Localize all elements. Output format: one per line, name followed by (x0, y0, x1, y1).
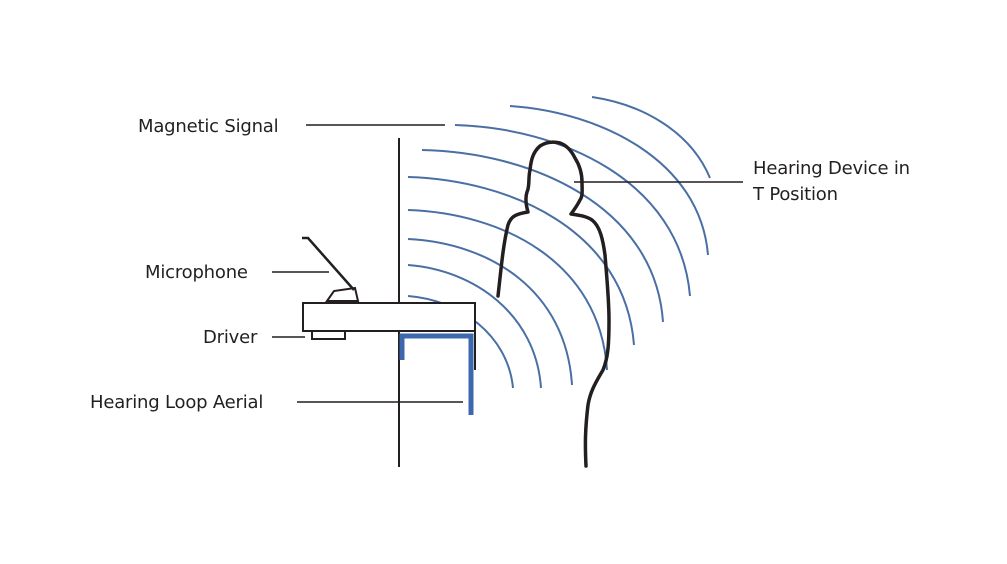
signal-wave-4 (421, 149, 664, 323)
label-hearing-device-line1: Hearing Device in (753, 158, 910, 179)
hearing-loop-aerial (399, 333, 474, 415)
driver-unit (311, 330, 346, 340)
label-magnetic-signal: Magnetic Signal (138, 116, 279, 137)
label-driver: Driver (203, 327, 258, 348)
signal-wave-9 (407, 295, 514, 389)
signal-wave-2 (509, 105, 709, 256)
label-microphone: Microphone (145, 262, 248, 283)
signal-wave-7 (407, 238, 573, 386)
person-silhouette (496, 140, 611, 468)
label-hearing-device: Hearing Device in T Position (753, 156, 910, 208)
label-hearing-device-line2: T Position (753, 184, 838, 205)
leader-lines (272, 124, 743, 403)
label-hearing-loop-aerial: Hearing Loop Aerial (90, 392, 264, 413)
microphone-stem (302, 236, 355, 291)
signal-wave-5 (407, 176, 635, 346)
desk-top (302, 302, 476, 332)
signal-wave-6 (407, 209, 608, 371)
microphone-base (325, 286, 360, 302)
signal-wave-1 (591, 96, 711, 179)
magnetic-signal-waves (407, 96, 711, 389)
signal-wave-3 (454, 124, 691, 297)
counter-desk (302, 302, 476, 370)
microphone (302, 236, 360, 302)
signal-wave-8 (407, 264, 542, 389)
